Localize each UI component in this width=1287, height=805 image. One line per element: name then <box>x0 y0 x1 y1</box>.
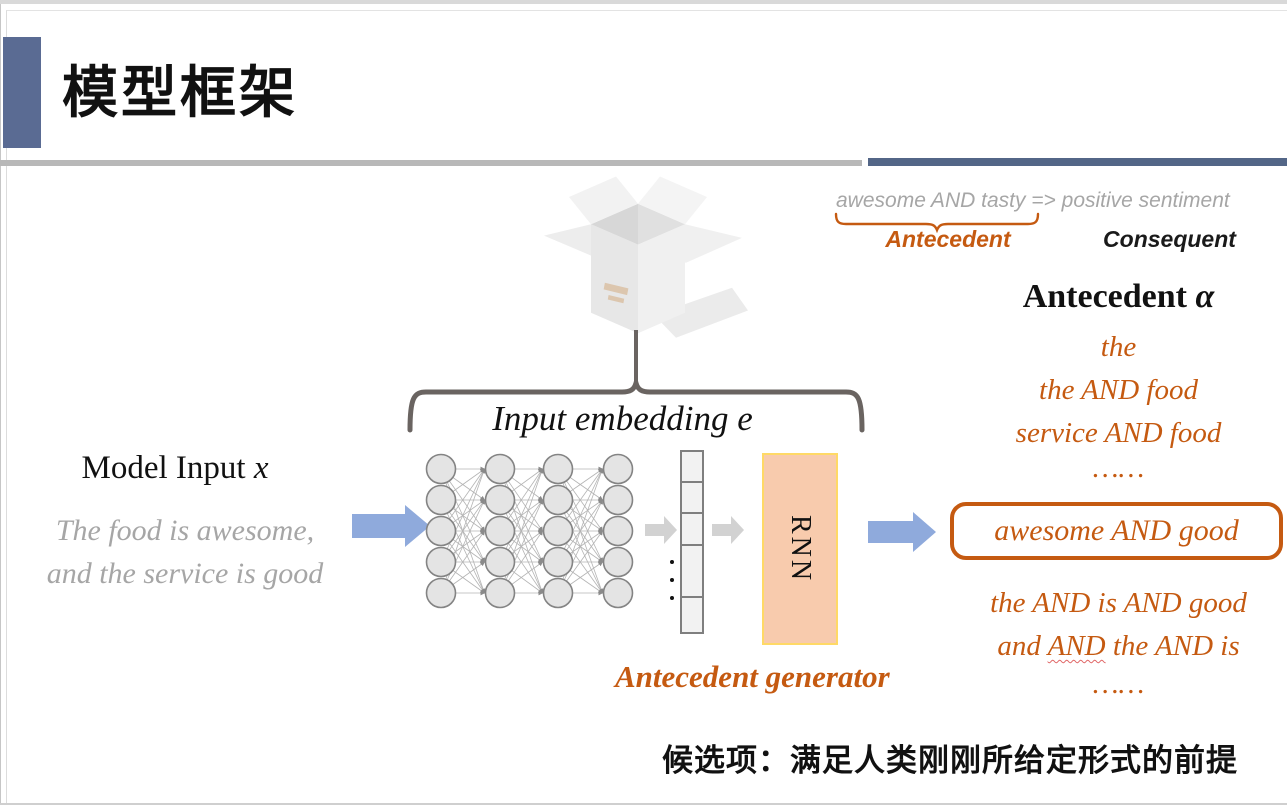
antecedent-label: Antecedent <box>885 226 1011 252</box>
slide-left-edge <box>0 4 1 803</box>
candidate-part: the AND is <box>1105 630 1240 662</box>
underbrace-icon <box>834 212 1040 234</box>
overbrace-icon <box>407 330 865 433</box>
antecedent-output-var: α <box>1195 278 1215 315</box>
antecedent-output-heading: Antecedent α <box>950 278 1287 316</box>
input-arrow-icon <box>352 505 430 547</box>
candidate-part: and <box>997 630 1048 662</box>
rnn-label: RNN <box>785 514 816 584</box>
model-input-text: Model Input <box>81 450 254 486</box>
rnn-to-output-arrow-icon <box>868 512 936 552</box>
input-example-line2: and the service is good <box>46 557 324 590</box>
candidate-item: service AND food <box>1015 417 1222 449</box>
model-input-heading: Model Input x <box>40 450 310 487</box>
generator-label: Antecedent generator <box>615 659 890 694</box>
antecedent-output-text: Antecedent <box>1022 278 1196 315</box>
consequent-label: Consequent <box>1103 226 1236 252</box>
window-top-strip <box>0 0 1287 4</box>
candidate-ellipsis: …… <box>1092 668 1145 700</box>
candidate-part-squiggle: AND <box>1047 630 1106 662</box>
slide-inner-border <box>6 10 1287 803</box>
selected-candidate: awesome AND good <box>994 514 1239 547</box>
title-accent-bar <box>3 37 41 148</box>
header-divider-blue <box>868 158 1287 166</box>
embedding-label: Input embedding e <box>450 399 795 439</box>
slide-title: 模型框架 <box>62 63 298 125</box>
header-divider-gray <box>0 160 862 166</box>
embedding-to-rnn-arrow-icon <box>712 516 744 544</box>
candidate-item: the <box>1100 331 1137 363</box>
selected-candidate-box: awesome AND good <box>950 502 1283 560</box>
input-example-line1: The food is awesome, <box>55 514 315 547</box>
slide-bottom-edge <box>0 803 1287 805</box>
embedding-vector <box>680 450 704 634</box>
candidate-ellipsis: …… <box>1092 452 1145 484</box>
vertical-ellipsis-icon <box>668 560 676 600</box>
network-to-embedding-arrow-icon <box>645 516 677 544</box>
rnn-box: RNN <box>762 453 838 645</box>
candidate-item: the AND food <box>1039 374 1198 406</box>
caption: 候选项：满足人类刚刚所给定形式的前提 <box>662 743 1238 778</box>
model-input-var: x <box>253 450 269 486</box>
embedding-label-text: Input embedding <box>492 399 738 438</box>
neural-network-diagram <box>425 453 634 609</box>
candidate-item: the AND is AND good <box>990 587 1247 619</box>
rule-expression: awesome AND tasty => positive sentiment <box>836 189 1230 212</box>
candidate-item: and AND the AND is <box>950 630 1287 663</box>
open-box-icon <box>544 176 748 338</box>
embedding-var: e <box>737 399 753 438</box>
